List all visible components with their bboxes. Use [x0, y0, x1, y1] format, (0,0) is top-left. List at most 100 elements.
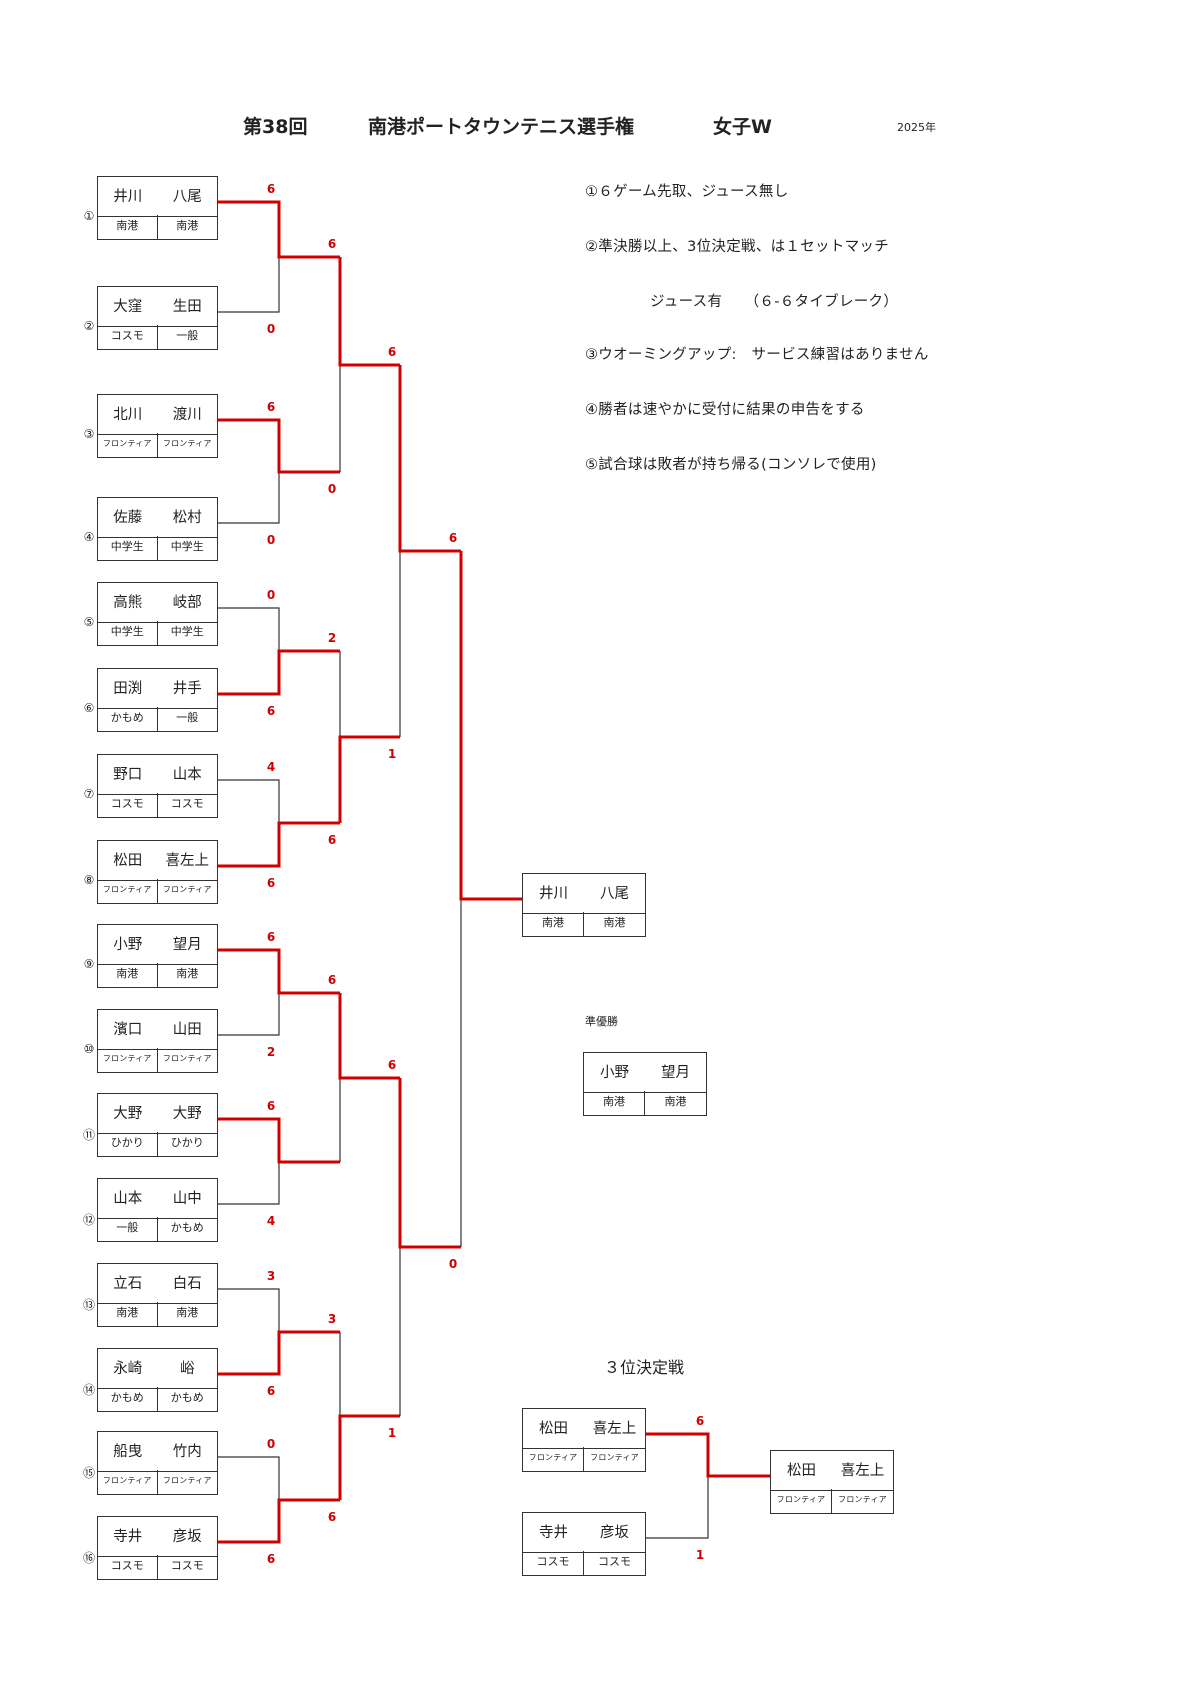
- score-label: 0: [327, 482, 337, 496]
- winner-path: [459, 551, 522, 901]
- score-label: 6: [387, 1058, 397, 1072]
- entry-box: 小野望月南港南港: [97, 924, 218, 988]
- club-names: かもめかもめ: [98, 1387, 217, 1411]
- player-name: 寺井: [539, 1525, 568, 1541]
- player-name: 喜左上: [840, 1463, 885, 1479]
- score-label: 6: [266, 1384, 276, 1398]
- score-label: 6: [266, 1099, 276, 1113]
- club-name: フロンティア: [162, 1476, 212, 1485]
- club-name: 南港: [176, 1306, 199, 1319]
- winner-path: [646, 1432, 770, 1478]
- club-name: 南港: [523, 912, 584, 936]
- entry-box: 松田喜左上フロンティアフロンティア: [97, 840, 218, 904]
- player-names: 船曳竹内: [98, 1432, 217, 1472]
- club-name: フロンティア: [162, 885, 212, 894]
- bracket-path: [218, 607, 280, 651]
- entry-box: 船曳竹内フロンティアフロンティア: [97, 1431, 218, 1495]
- player-name: 松田: [539, 1421, 568, 1437]
- player-name: 田渕: [113, 681, 143, 697]
- score-label: 3: [327, 1312, 337, 1326]
- player-names: 山本山中: [98, 1179, 217, 1219]
- club-name: フロンティア: [838, 1495, 887, 1504]
- winner-path: [218, 649, 340, 696]
- third-place-team-a: 松田喜左上フロンティアフロンティア: [522, 1408, 646, 1472]
- player-names: 寺井彦坂: [523, 1513, 645, 1553]
- entry-box: 野口山本コスモコスモ: [97, 754, 218, 818]
- entry-box: 高熊岐部中学生中学生: [97, 582, 218, 646]
- bracket-path: [218, 993, 280, 1036]
- player-names: 永崎峪: [98, 1349, 217, 1389]
- club-name: 南港: [98, 215, 158, 239]
- winner-path: [218, 821, 340, 868]
- player-names: 濱口 山田: [98, 1010, 217, 1050]
- seed-number: ①: [83, 209, 95, 223]
- score-label: 0: [266, 533, 276, 547]
- player-name: 山本: [172, 767, 202, 783]
- score-label: 3: [266, 1269, 276, 1283]
- player-name: 井手: [172, 681, 202, 697]
- club-name: フロンティア: [523, 1447, 584, 1471]
- player-names: 佐藤松村: [98, 498, 217, 538]
- winner-path: [218, 200, 340, 259]
- bracket-path: [218, 1288, 280, 1332]
- club-name: コスモ: [170, 797, 204, 810]
- player-name: 彦坂: [172, 1529, 202, 1545]
- club-names: フロンティアフロンティア: [98, 433, 217, 457]
- player-names: 高熊岐部: [98, 583, 217, 623]
- seed-number: ⑫: [82, 1213, 95, 1227]
- bracket-path: [218, 1162, 280, 1205]
- club-name: 南港: [98, 963, 158, 987]
- score-label: 4: [266, 1214, 276, 1228]
- entry-box: 濱口山田フロンティアフロンティア: [97, 1009, 218, 1073]
- player-name: 山田: [172, 1022, 202, 1038]
- club-name: フロンティア: [98, 1048, 158, 1072]
- club-name: コスモ: [598, 1555, 631, 1568]
- seed-number: ⑮: [82, 1466, 95, 1480]
- player-names: 立石白石: [98, 1264, 217, 1304]
- runner-up-label: 準優勝: [585, 1015, 618, 1028]
- third-place-label: ３位決定戦: [604, 1358, 685, 1377]
- player-name: 井川: [113, 189, 143, 205]
- seed-number: ④: [83, 530, 95, 544]
- entry-box: 永崎峪かもめかもめ: [97, 1348, 218, 1412]
- score-label: 1: [387, 1426, 397, 1440]
- club-name: コスモ: [98, 1555, 158, 1579]
- club-name: 南港: [98, 1302, 158, 1326]
- club-name: 中学生: [170, 540, 204, 553]
- entry-box: 佐藤松村中学生中学生: [97, 497, 218, 561]
- player-name: 八尾: [172, 189, 202, 205]
- club-name: 南港: [664, 1095, 687, 1108]
- score-label: 6: [266, 930, 276, 944]
- winner-path: [398, 1078, 461, 1249]
- player-name: 峪: [180, 1361, 195, 1377]
- club-name: ひかり: [98, 1132, 158, 1156]
- score-label: 6: [266, 704, 276, 718]
- rule-3: ③ウオーミングアップ: サービス練習はありません: [585, 347, 929, 363]
- club-names: フロンティアフロンティア: [98, 1470, 217, 1494]
- winner-path: [218, 1330, 340, 1376]
- club-name: ひかり: [170, 1136, 204, 1149]
- player-names: 松田喜左上: [523, 1409, 645, 1449]
- club-names: 南港南港: [523, 912, 645, 936]
- seed-number: ③: [83, 427, 95, 441]
- club-name: 一般: [176, 711, 199, 724]
- entry-box: 山本山中一般かもめ: [97, 1178, 218, 1242]
- player-names: 小野望月: [584, 1053, 706, 1093]
- club-name: 南港: [176, 967, 199, 980]
- player-name: 大野: [113, 1106, 143, 1122]
- tournament-title: 南港ポートタウンテニス選手権: [368, 116, 635, 138]
- club-names: コスモ一般: [98, 325, 217, 349]
- player-name: 松村: [172, 510, 202, 526]
- club-names: ひかりひかり: [98, 1132, 217, 1156]
- player-name: 野口: [113, 767, 143, 783]
- entry-box: 井川八尾南港南港: [97, 176, 218, 240]
- player-name: 望月: [661, 1065, 690, 1081]
- club-name: かもめ: [98, 1387, 158, 1411]
- player-name: 濱口: [113, 1022, 143, 1038]
- category-title: 女子W: [713, 116, 772, 138]
- club-names: フロンティアフロンティア: [771, 1489, 893, 1513]
- score-label: 0: [266, 1437, 276, 1451]
- player-name: 八尾: [600, 886, 629, 902]
- player-names: 北川渡川: [98, 395, 217, 435]
